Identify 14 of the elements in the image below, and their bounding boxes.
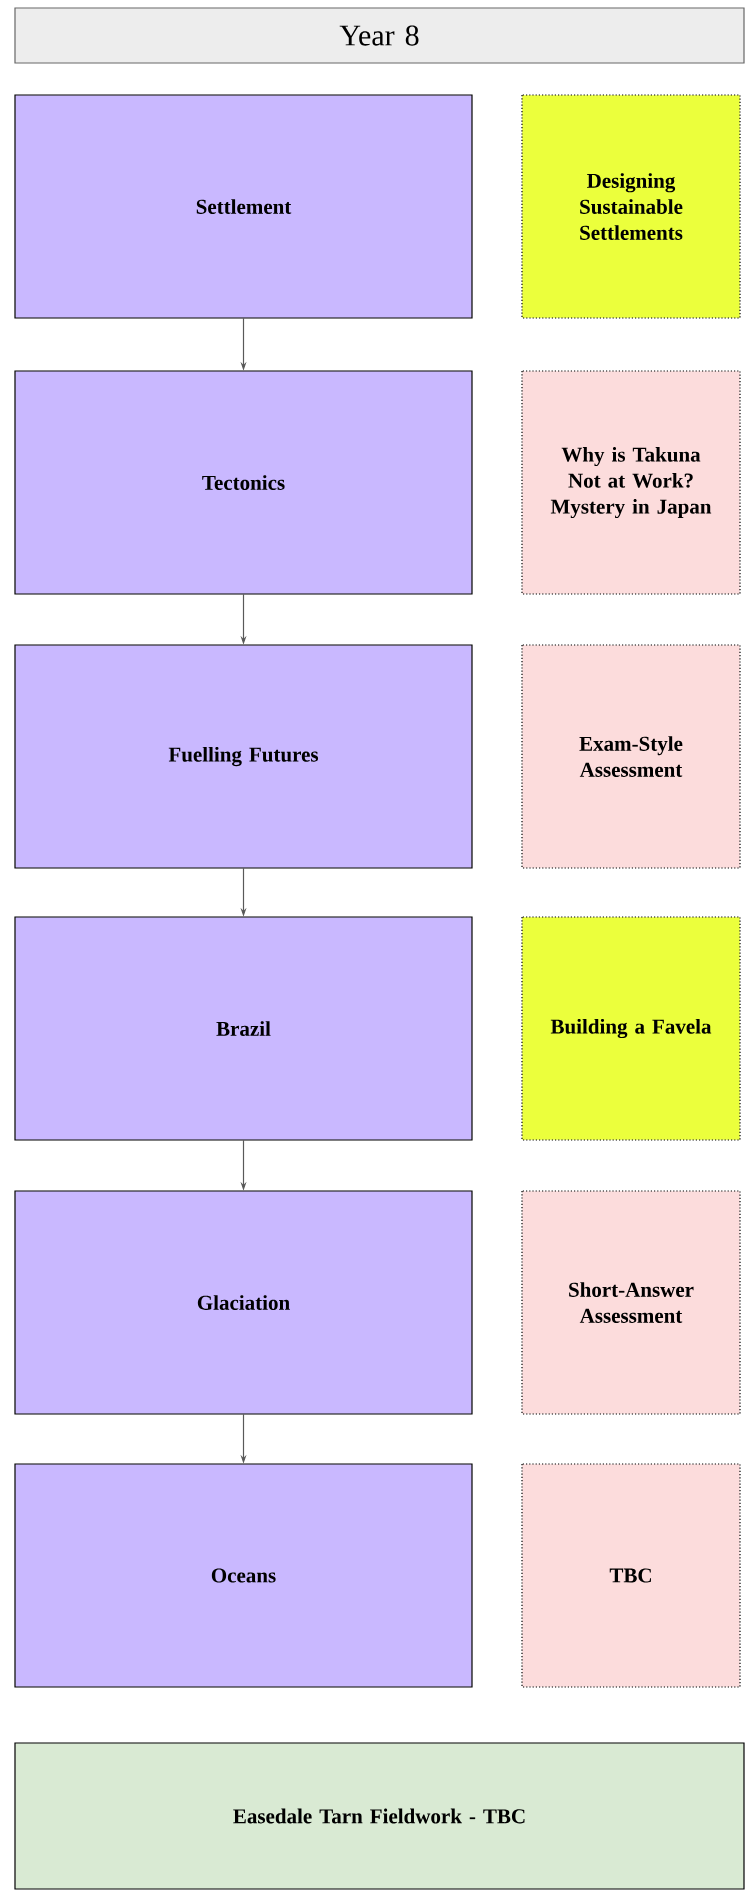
- assessment-box: Exam-Style Assessment: [521, 644, 741, 869]
- assessment-box: Short-Answer Assessment: [521, 1190, 741, 1415]
- fieldwork-box: Easedale Tarn Fieldwork - TBC: [14, 1742, 745, 1890]
- topic-box: Glaciation: [14, 1190, 473, 1415]
- topic-box: Settlement: [14, 94, 473, 319]
- topic-box: Oceans: [14, 1463, 473, 1688]
- title-box: Year 8: [14, 7, 745, 64]
- assessment-box: Designing Sustainable Settlements: [521, 94, 741, 319]
- assessment-box: Building a Favela: [521, 916, 741, 1141]
- topic-box: Tectonics: [14, 370, 473, 595]
- assessment-box: Why is Takuna Not at Work? Mystery in Japan: [521, 370, 741, 595]
- topic-box: Fuelling Futures: [14, 644, 473, 869]
- topic-box: Brazil: [14, 916, 473, 1141]
- assessment-box: TBC: [521, 1463, 741, 1688]
